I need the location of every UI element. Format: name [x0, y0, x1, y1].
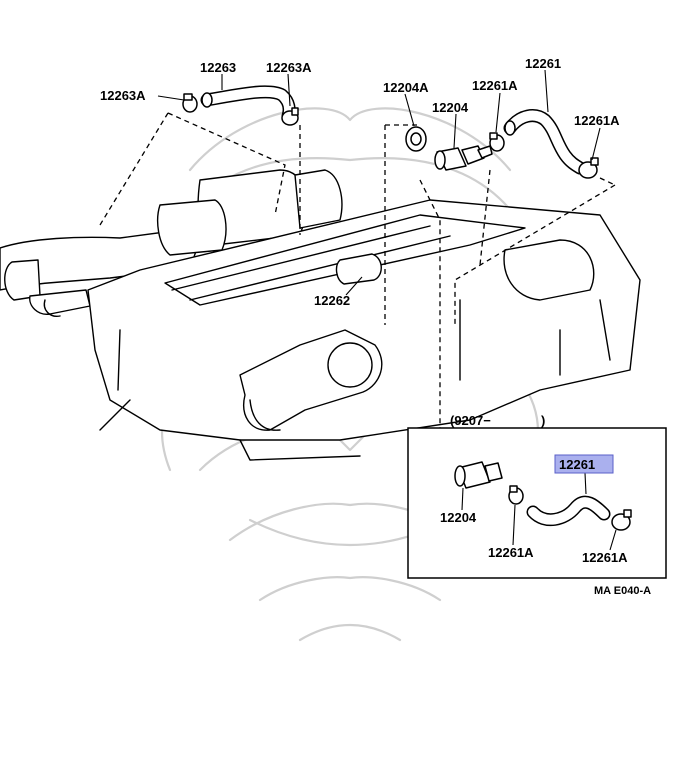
hose-12261-top	[503, 109, 587, 175]
grommet-12204a	[405, 126, 427, 152]
label-12261-top[interactable]: 12261	[525, 56, 561, 71]
label-12261-highlighted[interactable]: 12261	[559, 457, 595, 472]
inset-box	[407, 427, 667, 579]
clamp-12261a-top-right	[578, 157, 599, 179]
pcv-valve-12204-top	[434, 145, 493, 171]
label-12261a-right[interactable]: 12261A	[574, 113, 620, 128]
pcv-valve-12204-inset	[454, 461, 503, 489]
engine-illustration	[0, 169, 641, 461]
leader-lines	[157, 69, 617, 551]
label-12261a-inset-left[interactable]: 12261A	[488, 545, 534, 560]
label-12204-inset[interactable]: 12204	[440, 510, 477, 525]
dashed-reference-lines	[99, 112, 616, 471]
label-12262[interactable]: 12262	[314, 293, 350, 308]
label-12263[interactable]: 12263	[200, 60, 236, 75]
clamp-12263a-left	[182, 93, 198, 113]
label-12204a[interactable]: 12204A	[383, 80, 429, 95]
clamp-12263a-right	[281, 107, 299, 126]
label-12263a-right[interactable]: 12263A	[266, 60, 312, 75]
label-inset-paren: )	[541, 413, 545, 428]
hose-12263	[200, 85, 296, 123]
clamp-12261a-inset-left	[508, 485, 524, 505]
clamp-12261a-inset-right	[611, 509, 632, 531]
hose-12261-inset	[526, 495, 611, 527]
label-12261a-top[interactable]: 12261A	[472, 78, 518, 93]
label-12261a-inset-right[interactable]: 12261A	[582, 550, 628, 565]
label-12204-top[interactable]: 12204	[432, 100, 469, 115]
highlight-box-12261[interactable]	[554, 454, 614, 474]
clamp-12261a-top-left	[489, 132, 505, 152]
label-inset-date: (9207−	[450, 413, 491, 428]
figure-code: MA E040-A	[594, 585, 651, 597]
label-12263a-left[interactable]: 12263A	[100, 88, 146, 103]
